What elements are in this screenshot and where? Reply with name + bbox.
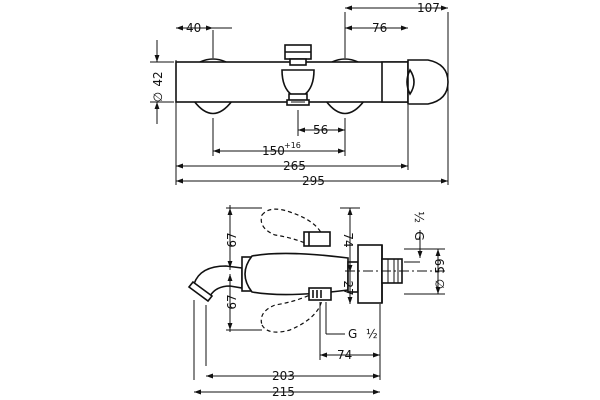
spout-outlet <box>187 280 214 303</box>
rosette-left <box>192 100 234 115</box>
dim-150: 150 <box>262 144 285 158</box>
dim-150-tolerance: +16 <box>284 141 301 150</box>
bottom-outlet <box>308 287 332 301</box>
handle-position-up <box>260 208 325 247</box>
handle-position-down <box>260 294 323 333</box>
dim-295: 295 <box>302 174 325 188</box>
lever-body <box>244 252 349 296</box>
side-view: 67 67 74 27 G ½ 59 ∅ G ½ 74 203 215 <box>187 205 447 399</box>
handle-collar <box>381 61 409 103</box>
g-half-bottom-fraction: ½ <box>366 327 378 341</box>
dim-107: 107 <box>417 1 440 15</box>
dim-42-dia: ∅ <box>151 92 165 102</box>
dim-74-vertical: 74 <box>341 232 355 247</box>
dim-67-bot: 67 <box>225 294 239 309</box>
dim-74-horizontal: 74 <box>337 348 352 362</box>
g-half-top-letter: G <box>412 231 426 240</box>
dim-59-dia: ∅ <box>433 279 447 289</box>
g-half-top-fraction: ½ <box>412 211 426 223</box>
dim-76: 76 <box>372 21 387 35</box>
dim-59: 59 <box>433 258 447 273</box>
front-view: 107 40 76 42 ∅ 56 150 +16 265 295 <box>150 1 449 188</box>
wall-bracket <box>357 244 383 304</box>
dim-203: 203 <box>272 369 295 383</box>
dim-56: 56 <box>313 123 328 137</box>
rosette-left-top <box>199 58 227 63</box>
dim-265: 265 <box>283 159 306 173</box>
dim-42: 42 <box>151 71 165 86</box>
dim-215: 215 <box>272 385 295 399</box>
g-half-bottom-letter: G <box>348 327 357 341</box>
rosette-right <box>324 100 366 115</box>
handle-grip <box>406 68 415 96</box>
dim-67-top: 67 <box>225 232 239 247</box>
dim-40: 40 <box>186 21 201 35</box>
dim-27: 27 <box>341 280 355 295</box>
diverter-side <box>303 231 331 247</box>
rosette-right-top <box>331 58 359 63</box>
